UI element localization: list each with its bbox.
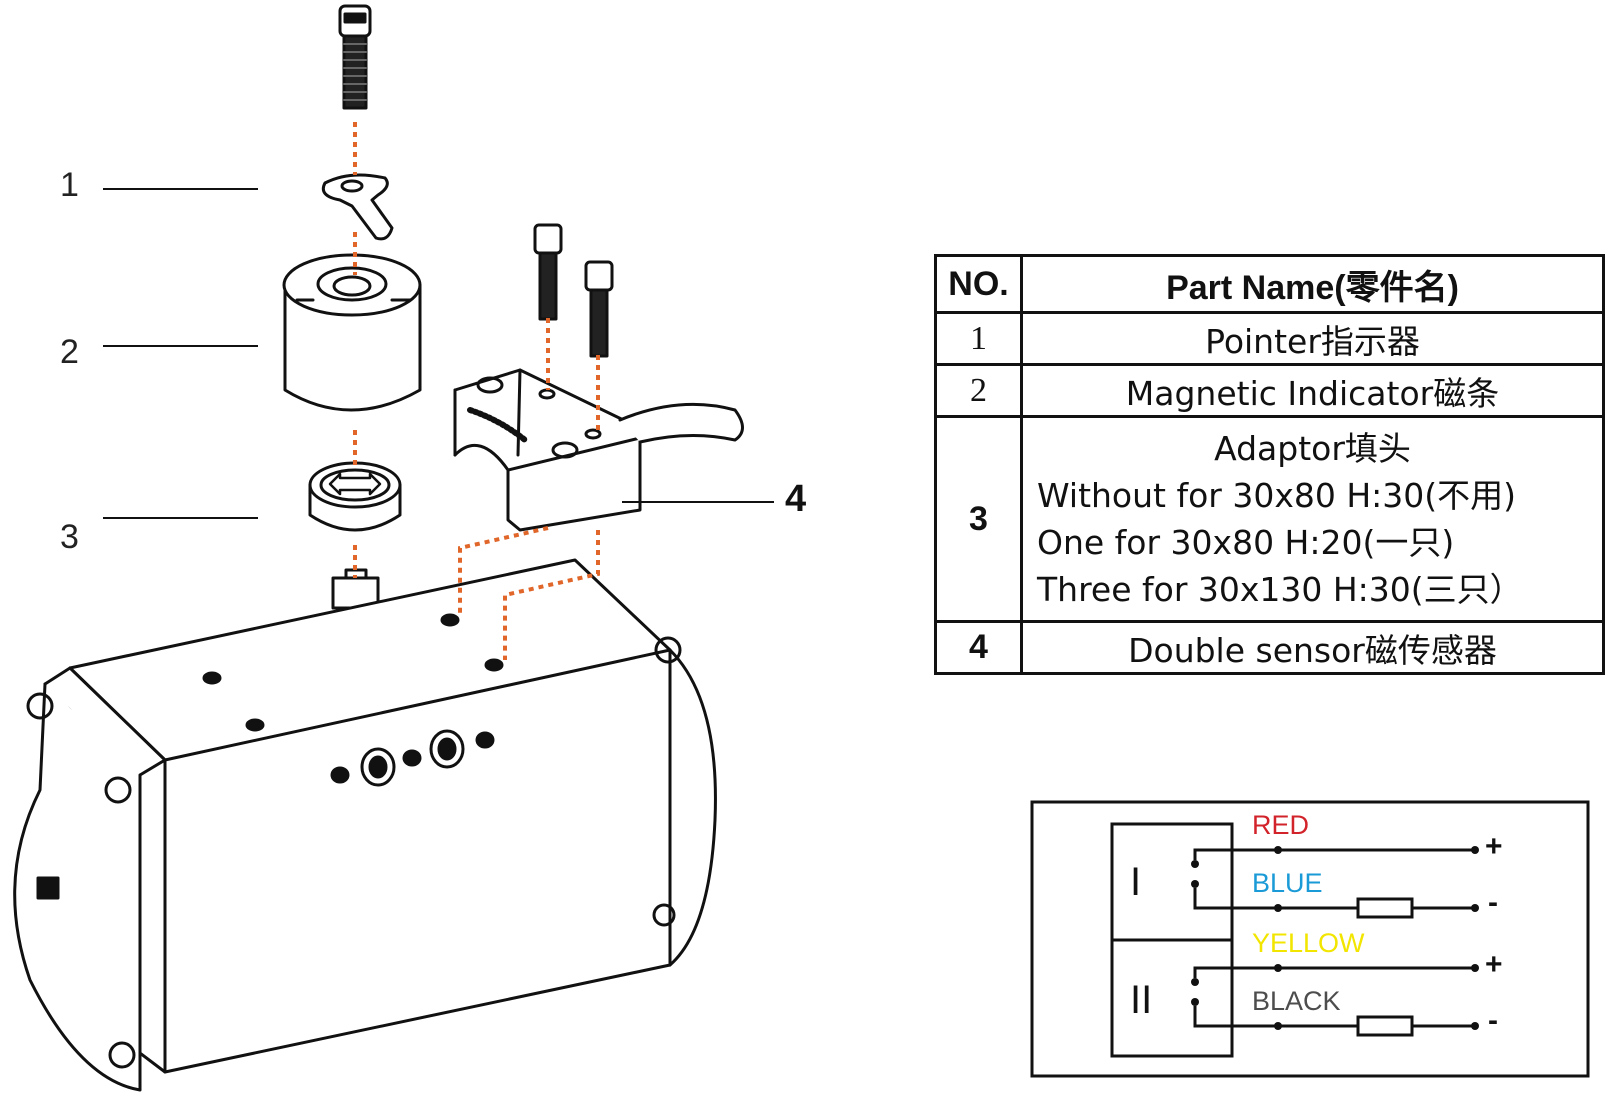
wire-sign-2: -: [1488, 886, 1498, 919]
wire-sign-3: +: [1485, 948, 1503, 981]
double-sensor-part: [453, 368, 744, 532]
wire-label-blue: BLUE: [1252, 868, 1323, 898]
row-3-line-1: Without for 30x80 H:30(不用): [1037, 476, 1516, 515]
row-1-no: 1: [934, 311, 1023, 366]
callout-2-number: 2: [60, 333, 79, 371]
callout-4-number: 4: [785, 478, 807, 520]
callout-3-number: 3: [60, 518, 79, 556]
callout-1-leader: [103, 188, 258, 190]
actuator-body: [13, 558, 717, 1092]
row-2-name: Magnetic Indicator磁条: [1020, 363, 1605, 418]
magnetic-indicator-part: [282, 253, 422, 412]
sensor-2-label: II: [1130, 978, 1153, 1022]
callout-1-number: 1: [60, 166, 79, 204]
row-4-no: 4: [934, 620, 1023, 675]
row-1-name: Pointer指示器: [1020, 311, 1605, 366]
assembly-guides: [353, 122, 600, 660]
row-3-no: 3: [934, 415, 1023, 623]
wire-label-red: RED: [1252, 810, 1310, 840]
table-row: 2 Magnetic Indicator磁条: [934, 363, 1605, 418]
row-2-no: 2: [934, 363, 1023, 418]
wire-sign-4: -: [1488, 1004, 1498, 1037]
table-row: 1 Pointer指示器: [934, 311, 1605, 366]
row-3-line-3: Three for 30x130 H:30(三只）: [1037, 570, 1523, 609]
row-3-line-2: One for 30x80 H:20(一只): [1037, 523, 1455, 562]
wire-sign-1: +: [1485, 830, 1503, 863]
wiring-schematic: [1030, 800, 1590, 1078]
wire-label-yellow: YELLOW: [1252, 928, 1365, 958]
row-3-name: Adaptor填头: [1214, 429, 1411, 468]
table-row: 4 Double sensor磁传感器: [934, 620, 1605, 675]
sensor-1-label: I: [1130, 860, 1142, 904]
callout-4-leader: [622, 501, 774, 503]
row-3-details: Adaptor填头 Without for 30x80 H:30(不用) One…: [1020, 415, 1605, 623]
table-row: 3 Adaptor填头 Without for 30x80 H:30(不用) O…: [934, 415, 1605, 623]
table-header-row: NO. Part Name(零件名): [934, 254, 1605, 314]
row-4-name: Double sensor磁传感器: [1020, 620, 1605, 675]
parts-table: NO. Part Name(零件名) 1 Pointer指示器 2 Magnet…: [934, 254, 1605, 675]
pointer-part: [321, 173, 394, 241]
callout-2-leader: [103, 345, 258, 347]
wiring-diagram: I II RED BLUE YELLOW BLACK + - + -: [1030, 800, 1590, 1080]
wiring-frame: [1030, 800, 1590, 1078]
header-part-name: Part Name(零件名): [1020, 254, 1605, 314]
header-no: NO.: [934, 254, 1023, 314]
wire-label-black: BLACK: [1252, 986, 1341, 1016]
callout-3-leader: [103, 517, 258, 519]
cap-screw-top: [338, 4, 372, 110]
adaptor-part: [308, 461, 402, 532]
sensor-screws: [533, 223, 614, 358]
